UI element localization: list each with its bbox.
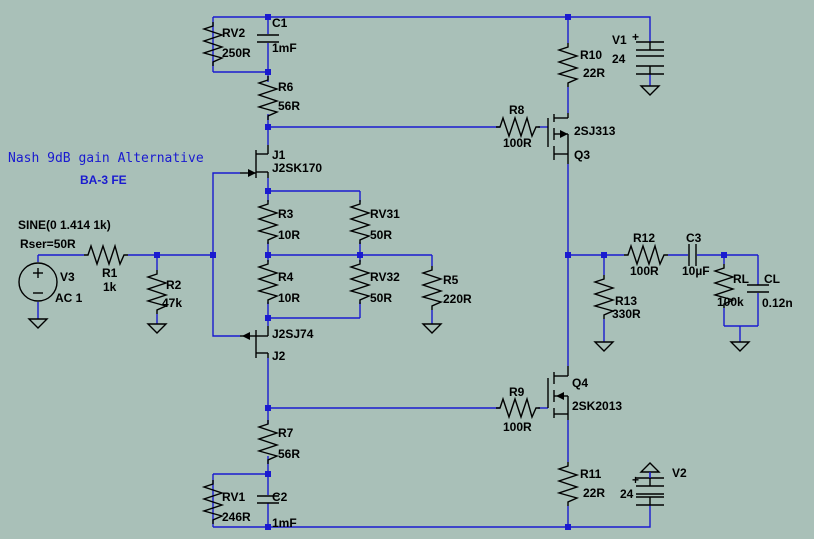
- v3-ground: [28, 312, 48, 329]
- r7-value-label: 56R: [278, 447, 300, 461]
- rv2-value-label: 250R: [222, 46, 251, 60]
- r3-name-label: R3: [278, 207, 294, 221]
- r2-value-label: 47k: [162, 296, 182, 310]
- r2-name-label: R2: [166, 278, 182, 292]
- rv32-value-label: 50R: [370, 291, 392, 305]
- r11-resistor[interactable]: [558, 461, 578, 507]
- circuit-title: Nash 9dB gain Alternative: [8, 151, 204, 166]
- r5-resistor[interactable]: [422, 265, 442, 311]
- r10-name-label: R10: [580, 48, 602, 62]
- rv31-resistor[interactable]: [350, 199, 370, 245]
- c2-capacitor[interactable]: [257, 495, 279, 504]
- r13-value-label: 330R: [612, 307, 641, 321]
- r13-ground: [594, 335, 614, 352]
- r1-name-label: R1: [102, 266, 118, 280]
- r2-ground: [147, 317, 167, 334]
- v3-spec-label: SINE(0 1.414 1k): [18, 218, 111, 232]
- v3-sine-source[interactable]: [18, 262, 58, 302]
- rv31-name-label: RV31: [370, 207, 400, 221]
- rv2-name-label: RV2: [222, 26, 245, 40]
- c3-value-label: 10µF: [682, 264, 710, 278]
- j2-name-label: J2: [272, 349, 286, 363]
- v3-name-label: V3: [60, 270, 75, 284]
- q4-value-label: 2SK2013: [572, 399, 622, 413]
- j2-value-label: J2SJ74: [272, 327, 314, 341]
- rv1-value-label: 246R: [222, 510, 251, 524]
- r5-ground: [422, 317, 442, 334]
- c1-name-label: C1: [272, 16, 288, 30]
- q3-name-label: Q3: [574, 148, 590, 162]
- r12-name-label: R12: [633, 231, 655, 245]
- c3-name-label: C3: [686, 231, 702, 245]
- v1-ground: [640, 79, 660, 96]
- r1-resistor[interactable]: [83, 245, 129, 265]
- v2-name-label: V2: [672, 466, 687, 480]
- j1-name-label: J1: [272, 148, 286, 162]
- q4-name-label: Q4: [572, 376, 588, 390]
- r5-value-label: 220R: [443, 292, 472, 306]
- q4-mosfet[interactable]: [547, 366, 569, 420]
- cl-value-label: 0.12n: [762, 296, 793, 310]
- r9-value-label: 100R: [503, 420, 532, 434]
- cl-capacitor[interactable]: [747, 284, 769, 293]
- r4-value-label: 10R: [278, 291, 300, 305]
- v3-ac-label: AC 1: [55, 291, 83, 305]
- c2-name-label: C2: [272, 490, 288, 504]
- rv32-name-label: RV32: [370, 270, 400, 284]
- v1-battery[interactable]: [636, 41, 664, 75]
- r11-value-label: 22R: [583, 486, 605, 500]
- r4-resistor[interactable]: [258, 259, 278, 305]
- v1-name-label: V1: [612, 33, 627, 47]
- rv1-name-label: RV1: [222, 490, 245, 504]
- r9-name-label: R9: [509, 385, 525, 399]
- r1-value-label: 1k: [103, 280, 117, 294]
- v1-plus-label: +: [632, 30, 639, 44]
- v2-battery[interactable]: [636, 477, 664, 506]
- junctions: [154, 14, 727, 530]
- rl-name-label: RL: [733, 272, 749, 286]
- rv32-resistor[interactable]: [350, 259, 370, 305]
- c1-capacitor[interactable]: [257, 34, 279, 43]
- c1-value-label: 1mF: [272, 41, 297, 55]
- r8-value-label: 100R: [503, 136, 532, 150]
- r5-name-label: R5: [443, 273, 459, 287]
- v3-rser-label: Rser=50R: [20, 237, 76, 251]
- v2-supply-arrow: [639, 462, 661, 478]
- r12-value-label: 100R: [630, 264, 659, 278]
- v2-value-label: 24: [620, 487, 634, 501]
- j2-jfet[interactable]: [240, 326, 269, 358]
- r13-resistor[interactable]: [594, 274, 614, 320]
- r3-value-label: 10R: [278, 228, 300, 242]
- load-ground: [730, 335, 750, 352]
- r9-resistor[interactable]: [495, 398, 541, 418]
- j1-value-label: J2SK170: [272, 161, 322, 175]
- r3-resistor[interactable]: [258, 199, 278, 245]
- c3-capacitor[interactable]: [688, 244, 697, 266]
- c2-value-label: 1mF: [272, 516, 297, 530]
- cl-name-label: CL: [764, 272, 780, 286]
- rv31-value-label: 50R: [370, 228, 392, 242]
- v1-value-label: 24: [612, 52, 626, 66]
- r10-resistor[interactable]: [558, 42, 578, 88]
- r4-name-label: R4: [278, 270, 294, 284]
- r13-name-label: R13: [615, 294, 637, 308]
- q3-mosfet[interactable]: [547, 113, 569, 164]
- r6-value-label: 56R: [278, 99, 300, 113]
- r7-name-label: R7: [278, 426, 294, 440]
- circuit-subtitle: BA-3 FE: [80, 173, 127, 187]
- v2-plus-label: +: [632, 473, 639, 487]
- r6-name-label: R6: [278, 80, 294, 94]
- r8-name-label: R8: [509, 103, 525, 117]
- rl-value-label: 100k: [717, 295, 744, 309]
- r10-value-label: 22R: [583, 66, 605, 80]
- r12-resistor[interactable]: [623, 245, 669, 265]
- r6-resistor[interactable]: [258, 75, 278, 121]
- q3-value-label: 2SJ313: [574, 124, 616, 138]
- r8-resistor[interactable]: [495, 117, 541, 137]
- r11-name-label: R11: [580, 467, 602, 481]
- j1-jfet[interactable]: [240, 145, 269, 178]
